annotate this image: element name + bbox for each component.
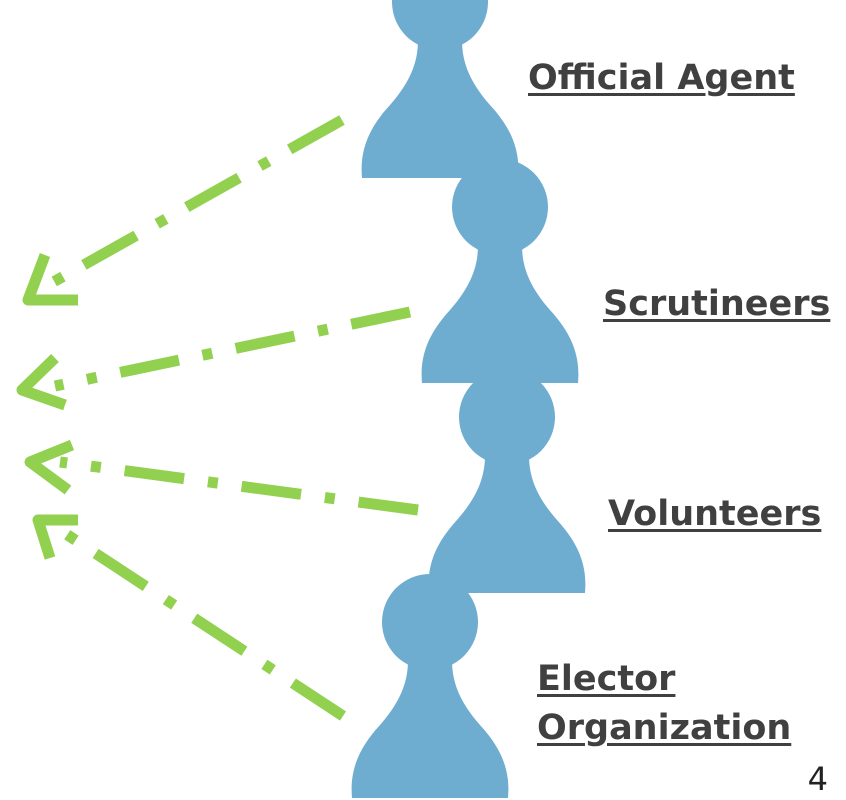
page-number: 4 xyxy=(807,760,828,798)
arrow-scrutineers xyxy=(16,306,412,411)
person-icon xyxy=(421,159,579,383)
volunteers-link[interactable]: Volunteers xyxy=(608,494,822,534)
arrows xyxy=(16,115,419,721)
official-agent-link[interactable]: Official Agent xyxy=(528,58,795,98)
arrow-elector-organization xyxy=(32,514,347,721)
elector-organization-link-line2[interactable]: Organization xyxy=(537,708,792,748)
person-icon xyxy=(351,574,509,798)
arrow-volunteers xyxy=(24,439,419,516)
scrutineers-link[interactable]: Scrutineers xyxy=(603,284,831,324)
person-icon xyxy=(428,369,586,593)
elector-organization-link-line1[interactable]: Elector xyxy=(537,659,676,699)
arrow-official-agent xyxy=(22,115,345,306)
person-icon xyxy=(361,0,519,178)
